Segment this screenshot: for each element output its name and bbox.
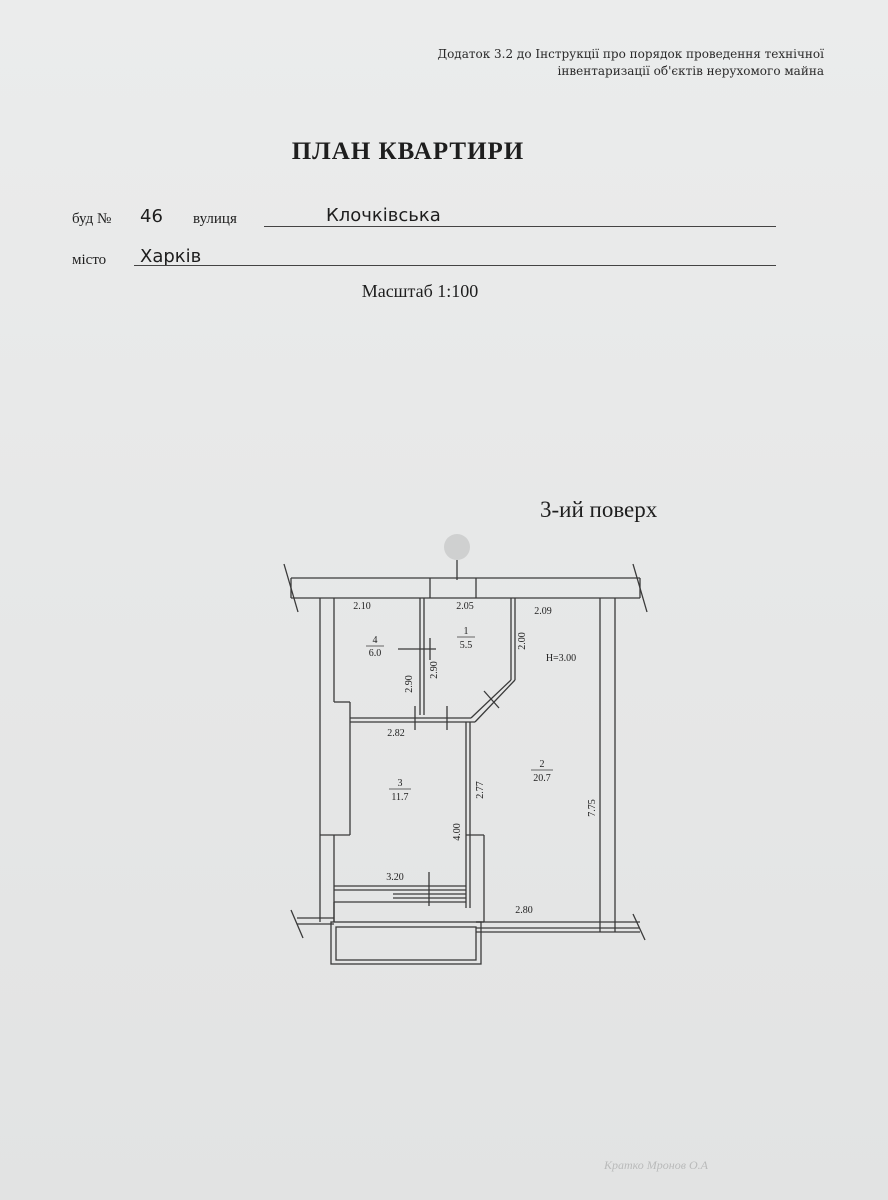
dim-room3-side: 2.77 [475, 781, 486, 799]
top-wall [283, 563, 648, 613]
building-number: 46 [140, 206, 163, 227]
scale-label: Масштаб 1:100 [361, 281, 479, 301]
dim-room3-width: 2.82 [387, 728, 405, 739]
building-label: буд № [72, 211, 112, 227]
room-3-area: 11.7 [391, 792, 408, 803]
faded-signature-text: Кратко Мронов О.А [604, 1158, 708, 1172]
interior-walls [350, 598, 516, 923]
right-wall [599, 598, 616, 932]
dim-room2-top-width: 2.09 [534, 606, 552, 617]
dim-room2-bottom-width: 2.80 [515, 905, 533, 916]
dim-room1-side: 2.90 [429, 661, 440, 679]
appendix-line-1: Додаток 3.2 до Інструкції про порядок пр… [437, 47, 824, 61]
room-1-number: 1 [464, 626, 469, 637]
dim-room3-depth: 4.00 [452, 823, 463, 841]
room-2-area: 20.7 [533, 773, 551, 784]
appendix-line-2: інвентаризації об'єктів нерухомого майна [557, 64, 824, 78]
city-value: Харків [140, 246, 202, 267]
street-label: вулиця [193, 211, 237, 227]
dim-room4-depth: 2.90 [404, 675, 415, 693]
door-marks [398, 638, 500, 906]
room-3-number: 3 [398, 778, 403, 789]
dim-balcony-width: 3.20 [386, 872, 404, 883]
dim-room4-width: 2.10 [353, 601, 371, 612]
room-4-number: 4 [373, 635, 378, 646]
dim-room1-depth: 2.00 [517, 632, 528, 650]
dim-room1-width: 2.05 [456, 601, 474, 612]
dim-room2-depth: 7.75 [587, 799, 598, 817]
left-wall [319, 598, 351, 922]
bottom-wall [290, 909, 646, 941]
room-1-area: 5.5 [460, 640, 473, 651]
city-underline [134, 265, 776, 266]
blurred-marker-icon [444, 534, 470, 560]
appendix-note: Додаток 3.2 до Інструкції про порядок пр… [404, 46, 824, 80]
city-label: місто [72, 252, 107, 268]
room-2-number: 2 [540, 759, 545, 770]
floor-label: 3-ий поверх [540, 497, 658, 522]
street-underline [264, 226, 776, 227]
ceiling-height: H=3.00 [546, 653, 576, 664]
room-4-area: 6.0 [369, 648, 382, 659]
balcony [330, 885, 482, 965]
street-value: Клочківська [326, 205, 441, 226]
page-title: ПЛАН КВАРТИРИ [291, 138, 525, 165]
